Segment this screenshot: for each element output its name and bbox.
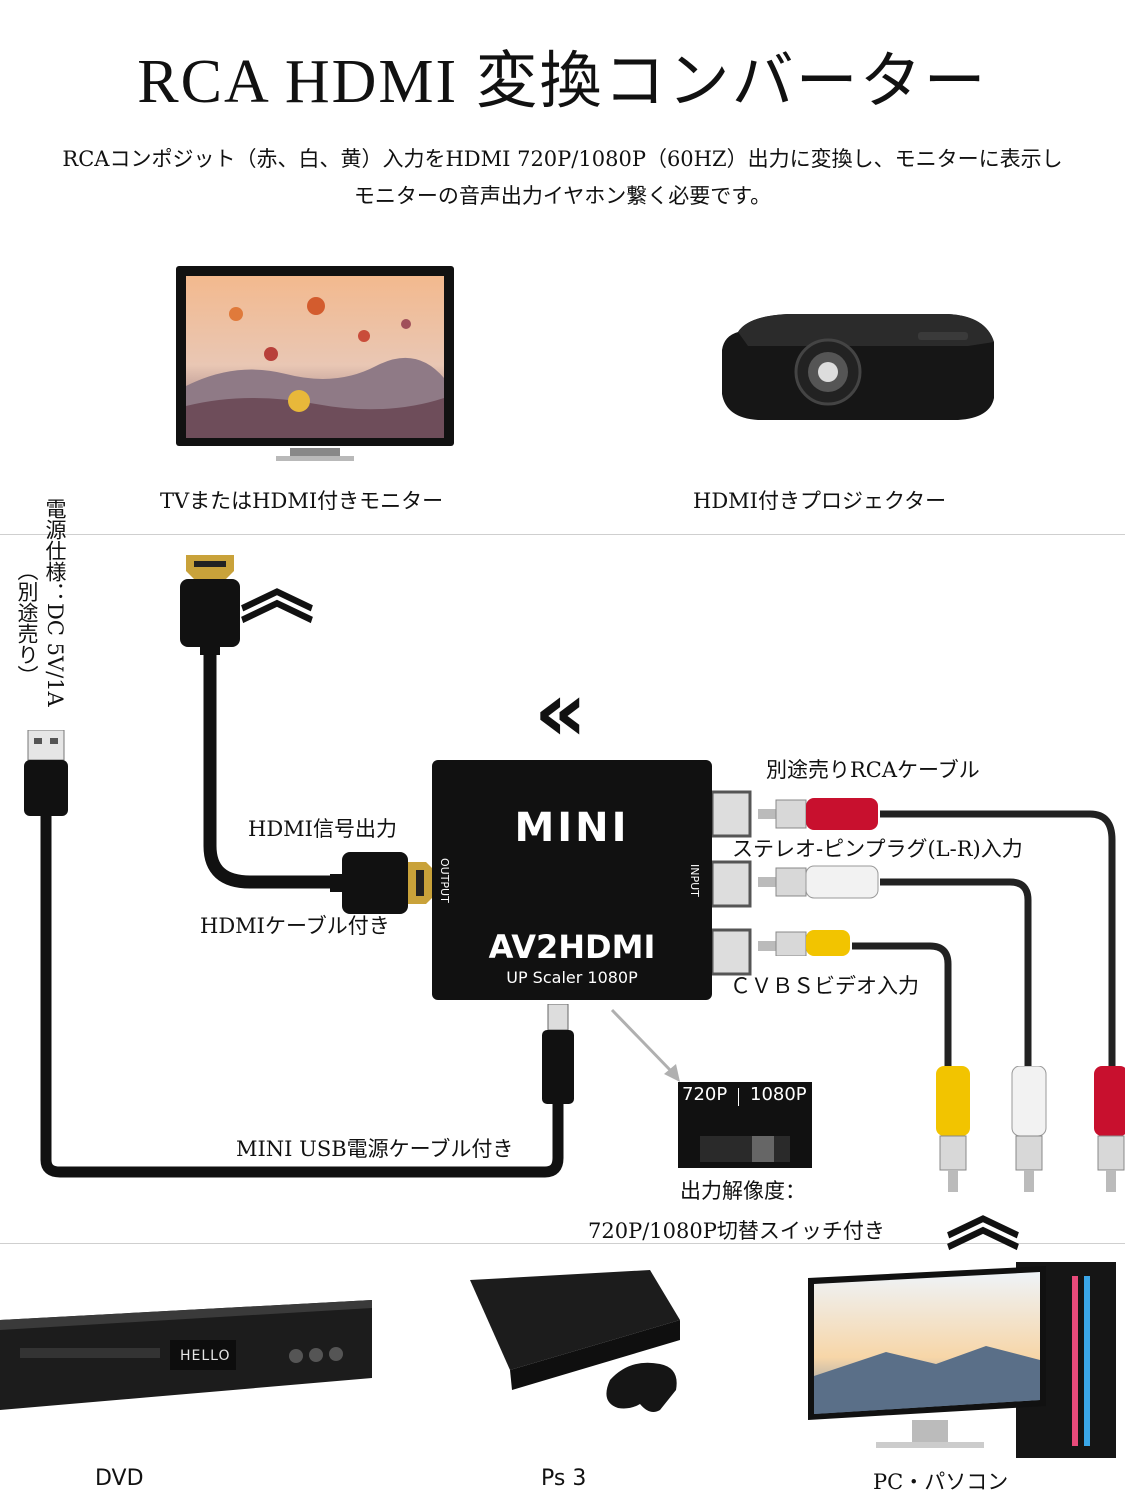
switch-option-1080p: 1080P [750, 1084, 807, 1105]
resolution-switch: 720P 1080P [678, 1082, 812, 1168]
pc-image [806, 1256, 1124, 1470]
pc-label: PC・パソコン [873, 1466, 1008, 1496]
resolution-title: 出力解像度： [680, 1175, 806, 1205]
rca-plugs-vertical [930, 1066, 1125, 1196]
input-port-label: INPUT [688, 864, 701, 897]
resolution-switch-label: 720P/1080P切替スイッチ付き [588, 1215, 885, 1245]
dvd-display-text: HELLO [180, 1348, 231, 1364]
usb-plug [22, 730, 70, 816]
switch-option-720p: 720P [682, 1084, 727, 1105]
mini-usb-plug [540, 1004, 576, 1104]
stereo-label: ステレオ-ピンプラグ(L-R)入力 [732, 833, 1023, 863]
ps3-label: Ps 3 [541, 1466, 586, 1491]
cvbs-label: ＣＶＢＳビデオ入力 [730, 970, 919, 1000]
hdmi-cable-label: HDMIケーブル付き [200, 910, 390, 940]
chevron-left-icon: « [534, 672, 587, 754]
converter-box: MINI AV2HDMI UP Scaler 1080P OUTPUT INPU… [432, 760, 712, 1000]
output-port-label: OUTPUT [438, 858, 451, 903]
converter-sub: UP Scaler 1080P [432, 968, 712, 987]
hdmi-out-label: HDMI信号出力 [248, 813, 397, 843]
rca-cable-label: 別途売りRCAケーブル [766, 754, 980, 784]
converter-model: AV2HDMI [432, 928, 712, 966]
rca-plugs-horizontal [758, 796, 884, 956]
dvd-label: DVD [95, 1466, 144, 1491]
converter-brand: MINI [432, 805, 712, 851]
ps3-image [440, 1260, 690, 1440]
switch-knob [752, 1136, 774, 1162]
hdmi-plug-top [178, 555, 242, 655]
usb-cable-label: MINI USB電源ケーブル付き [236, 1133, 513, 1163]
dvd-player-image: HELLO [0, 1300, 372, 1420]
rca-jacks [712, 790, 752, 990]
chevron-up-icon: ︽ [240, 553, 314, 627]
hdmi-plug-side [330, 848, 434, 918]
